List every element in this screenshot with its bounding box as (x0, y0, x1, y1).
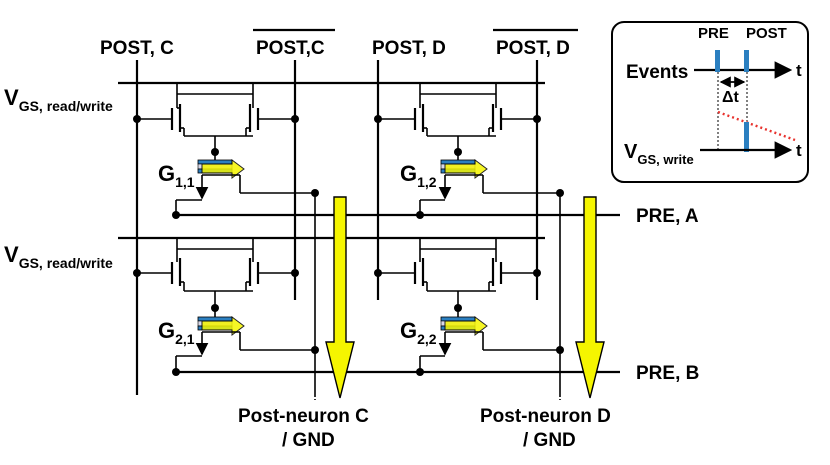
column-label-post-c-bar: POST,C (256, 38, 325, 59)
inset-post-label: POST (746, 25, 787, 42)
post-neuron-c-gnd: / GND (282, 430, 335, 451)
vgs-row1-label: VGS, read/write (4, 85, 113, 114)
cell-2-2 (374, 238, 564, 376)
inset-vgs-label: VGS, write (624, 141, 694, 167)
inset-pre-label: PRE (698, 25, 729, 42)
post-neuron-d-label: Post-neuron D (480, 406, 611, 427)
cell-label-g11: G1,1 (158, 161, 195, 190)
row-label-pre-b: PRE, B (636, 363, 699, 384)
inset-vgs-ramp (717, 110, 796, 142)
column-label-post-d-bar: POST, D (496, 38, 570, 59)
column-label-post-d: POST, D (372, 38, 446, 59)
inset-events-label: Events (626, 62, 688, 83)
inset-delta-t: Δt (722, 89, 740, 106)
timing-inset: PRE POST Events t Δt t VGS, write (611, 21, 809, 183)
inset-events-t: t (796, 61, 802, 80)
column-label-post-c: POST, C (100, 38, 174, 59)
current-arrow-column-c (325, 196, 355, 399)
inset-vgs-pulse (744, 122, 749, 152)
inset-post-spike (744, 50, 749, 72)
inset-vgs-t: t (796, 141, 802, 160)
cell-1-1 (133, 83, 319, 219)
cell-label-g12: G1,2 (400, 161, 437, 190)
vgs-row2-label: VGS, read/write (4, 242, 113, 271)
current-arrow-column-d (575, 196, 605, 399)
post-neuron-c-label: Post-neuron C (238, 406, 369, 427)
inset-pre-spike (715, 50, 720, 72)
row-label-pre-a: PRE, A (636, 206, 699, 227)
cell-label-g21: G2,1 (158, 318, 195, 347)
post-neuron-d-gnd: / GND (523, 430, 576, 451)
cell-2-1 (133, 238, 319, 376)
cell-label-g22: G2,2 (400, 318, 437, 347)
cell-1-2 (374, 83, 564, 219)
